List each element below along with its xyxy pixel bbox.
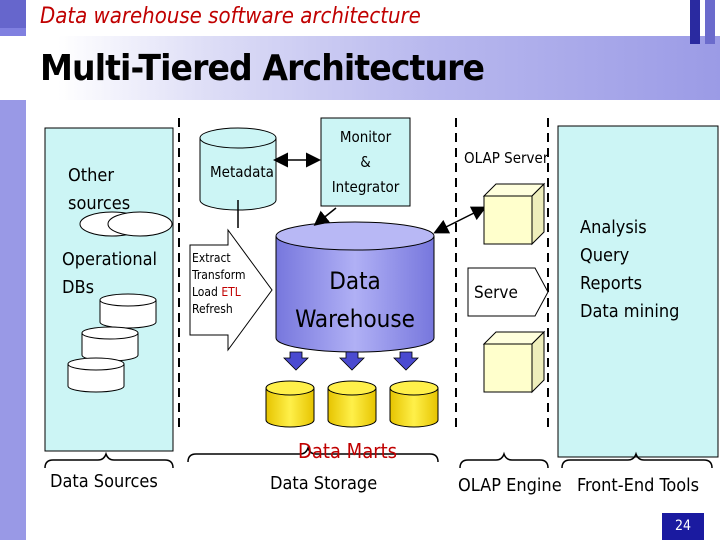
slide-left-band-bottom bbox=[0, 100, 26, 540]
serve-label: Serve bbox=[474, 283, 518, 303]
monitor-label-3: Integrator bbox=[331, 178, 400, 196]
frontend-data-mining: Data mining bbox=[580, 301, 680, 322]
top-right-bar-light bbox=[705, 0, 715, 44]
olap-cube-bottom bbox=[482, 330, 546, 394]
other-sources-label-2: sources bbox=[68, 193, 131, 214]
data-sources-panel bbox=[44, 127, 174, 452]
operational-label-1: Operational bbox=[62, 249, 158, 270]
tier-data-storage: Data Storage bbox=[270, 473, 378, 494]
monitor-integrator-box bbox=[320, 117, 411, 207]
warehouse-cylinder bbox=[275, 221, 435, 353]
monitor-label-2: & bbox=[360, 153, 371, 171]
warehouse-olap-arrow bbox=[433, 206, 487, 234]
olap-server-label: OLAP Server bbox=[464, 149, 549, 167]
front-end-panel bbox=[557, 125, 719, 458]
etl-load: Load bbox=[192, 285, 218, 299]
other-source-ellipse-2 bbox=[107, 211, 173, 237]
frontend-query: Query bbox=[580, 245, 630, 266]
tier-braces bbox=[44, 445, 713, 469]
metadata-cylinder bbox=[199, 127, 277, 211]
data-mart-cylinders bbox=[265, 380, 439, 428]
operational-label-2: DBs bbox=[62, 277, 95, 298]
etl-extract: Extract bbox=[192, 251, 231, 265]
frontend-reports: Reports bbox=[580, 273, 643, 294]
frontend-analysis: Analysis bbox=[580, 217, 647, 238]
top-right-bar-dark bbox=[690, 0, 700, 44]
monitor-warehouse-arrow bbox=[313, 207, 337, 226]
operational-db-cylinders bbox=[67, 293, 157, 393]
tier-olap-engine: OLAP Engine bbox=[458, 475, 562, 496]
slide-left-band-top bbox=[0, 0, 26, 28]
etl-labels: Extract Transform Load ETL Refresh bbox=[192, 250, 246, 318]
etl-load-line: Load ETL bbox=[192, 284, 246, 301]
data-marts-label: Data Marts bbox=[298, 439, 398, 463]
down-arrows bbox=[283, 351, 419, 371]
monitor-label-1: Monitor bbox=[339, 128, 392, 146]
etl-refresh: Refresh bbox=[192, 302, 233, 316]
slide-subtitle: Data warehouse software architecture bbox=[40, 4, 421, 29]
other-sources-label-1: Other bbox=[68, 165, 114, 186]
title-band bbox=[0, 36, 720, 100]
olap-cube-top bbox=[482, 182, 546, 246]
tier-front-end-tools: Front-End Tools bbox=[577, 475, 700, 496]
tier-data-sources: Data Sources bbox=[50, 471, 158, 492]
metadata-label: Metadata bbox=[210, 163, 274, 181]
warehouse-label-1: Data bbox=[329, 267, 381, 295]
etl-etl: ETL bbox=[221, 285, 241, 299]
slide-title: Multi-Tiered Architecture bbox=[40, 48, 485, 89]
page-number: 24 bbox=[662, 513, 704, 540]
warehouse-label-2: Warehouse bbox=[295, 305, 415, 333]
frontend-list: Analysis Query Reports Data mining bbox=[580, 214, 679, 326]
etl-arrow bbox=[189, 228, 273, 352]
serve-arrow bbox=[467, 267, 549, 317]
etl-transform: Transform bbox=[192, 268, 246, 282]
